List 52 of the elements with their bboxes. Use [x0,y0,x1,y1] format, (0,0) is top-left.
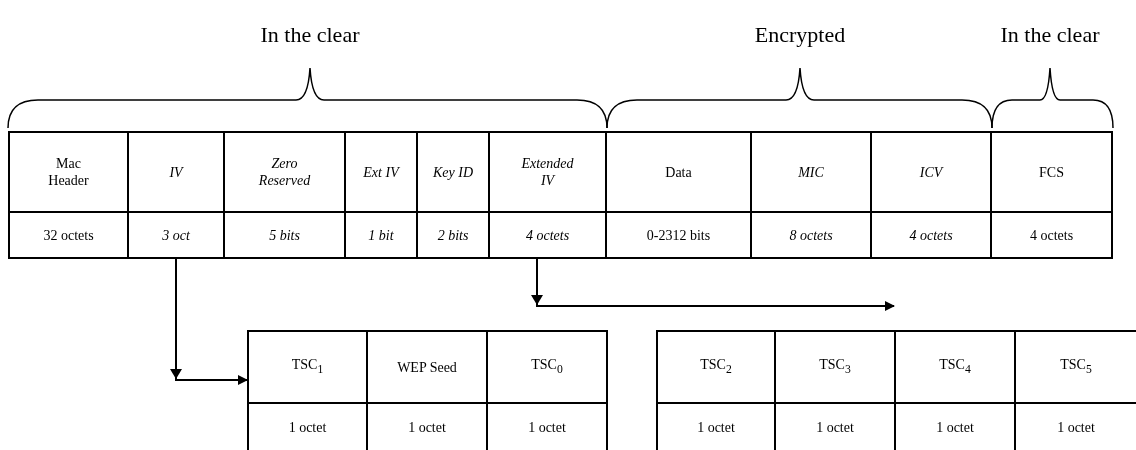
field-name: TSC$_{1}$ [291,356,324,378]
field-name: Mac Header [47,155,90,189]
field-size: 1 octet [816,418,854,436]
field-name: WEP Seed [397,358,457,376]
section-label: In the clear [1000,22,1100,48]
field-name: TSC$_{5}$ [1060,356,1092,378]
field-size: 1 octet [288,418,327,436]
field-name: TSC$_{4}$ [939,356,971,378]
field-name: Key ID [432,163,473,181]
field-name: Extended IV [520,155,575,189]
field-name: TSC$_{0}$ [531,356,563,378]
table-column [750,131,872,259]
field-size: 4 octets [525,226,570,244]
table-column [223,131,346,259]
field-size: 1 octet [936,418,974,436]
table-column [488,131,607,259]
table-column [344,131,418,259]
elbow-arrow [170,258,248,385]
field-size: 3 oct [162,226,190,244]
table-column [416,131,490,259]
field-size: 1 bit [368,226,394,244]
table-column [990,131,1113,259]
field-size: 2 bits [437,226,469,244]
field-size: 32 octets [43,226,94,244]
field-size: 1 octet [697,418,735,436]
table-column [656,330,776,450]
field-size: 1 octet [408,418,446,436]
table-column [247,330,368,450]
field-size: 5 bits [269,226,300,244]
field-size: 4 octets [909,226,953,244]
field-name: IV [169,163,183,181]
field-name: TSC$_{3}$ [819,356,851,378]
section-label: In the clear [260,22,360,48]
field-name: ICV [919,163,943,181]
field-name: FCS [1039,163,1064,181]
table-column [486,330,608,450]
field-name: Ext IV [363,163,399,181]
field-name: MIC [798,163,824,181]
field-name: Zero Reserved [257,155,312,189]
table-column [605,131,752,259]
field-size: 1 octet [528,418,566,436]
field-name: Data [665,163,692,181]
field-name: TSC$_{2}$ [700,356,732,378]
table-column [8,131,129,259]
table-column [127,131,225,259]
field-size: 1 octet [1057,418,1095,436]
field-size: 8 octets [789,226,833,244]
field-size: 4 octets [1029,226,1074,244]
field-size: 0-2312 bits [646,226,711,244]
elbow-arrow [531,258,895,311]
section-label: Encrypted [754,22,846,48]
table-column [870,131,992,259]
